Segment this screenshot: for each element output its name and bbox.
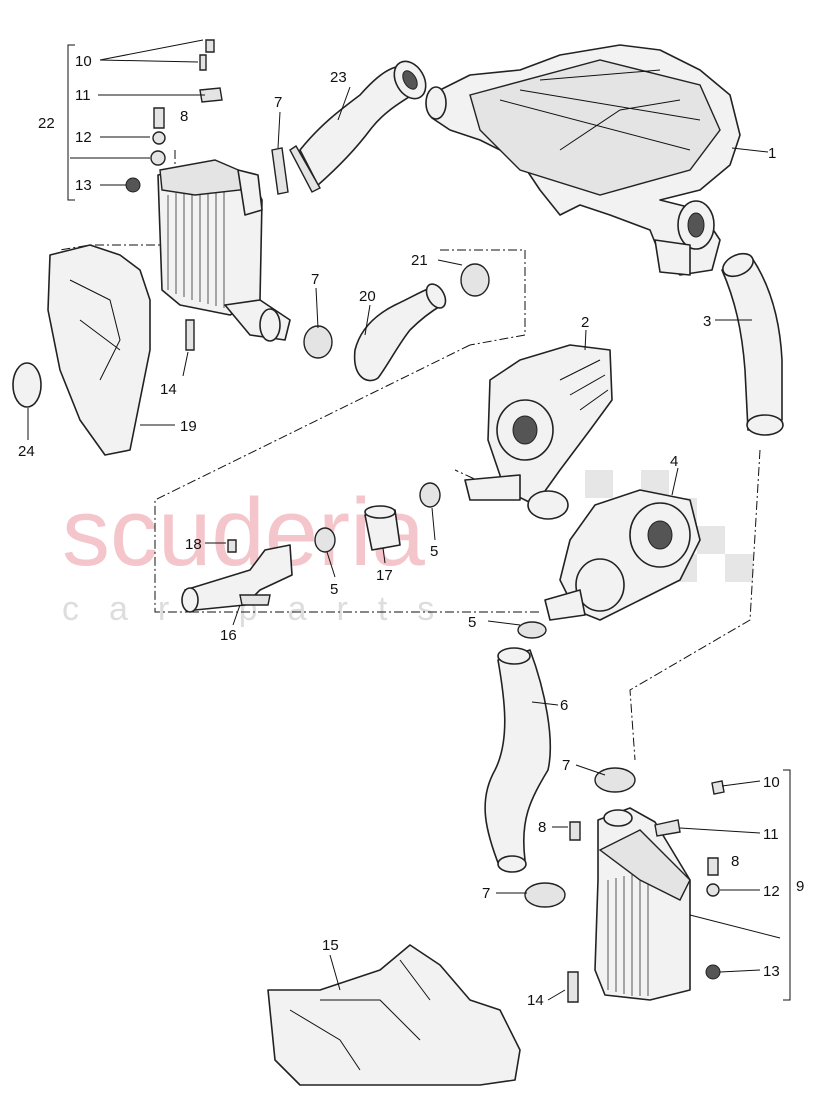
callout-11-a: 11 xyxy=(75,87,91,104)
clamp-5-a xyxy=(314,527,336,553)
group-frames xyxy=(59,150,761,761)
bolt-18 xyxy=(227,539,237,553)
callout-8-b: 8 xyxy=(538,819,546,836)
bolt-8-b xyxy=(569,821,581,841)
sensor-11-a xyxy=(199,87,223,103)
callout-22: 22 xyxy=(38,115,55,132)
callout-19: 19 xyxy=(180,418,197,435)
callout-20: 20 xyxy=(359,288,376,305)
callout-10-b: 10 xyxy=(763,774,780,791)
callout-16: 16 xyxy=(220,627,237,644)
sleeve-17 xyxy=(364,505,401,551)
leader-lines xyxy=(27,39,791,1001)
hose-23 xyxy=(289,60,427,193)
intercooler-left xyxy=(157,159,291,342)
air-guide-15 xyxy=(267,944,521,1086)
clamp-5-c xyxy=(517,621,547,639)
callout-5-b: 5 xyxy=(430,543,438,560)
hose-20 xyxy=(353,283,447,382)
washer-12-c xyxy=(706,883,720,897)
intercooler-right xyxy=(594,807,691,1001)
turbo-assembly-4 xyxy=(544,489,701,621)
callout-18: 18 xyxy=(185,536,202,553)
washer-12-b xyxy=(150,150,166,166)
callout-24: 24 xyxy=(18,443,35,460)
callout-8-a: 8 xyxy=(180,108,188,125)
bolt-8-c xyxy=(707,857,719,876)
clamp-21 xyxy=(460,263,490,297)
callout-1: 1 xyxy=(768,145,776,162)
callout-11-b: 11 xyxy=(763,826,779,843)
callout-7-b: 7 xyxy=(311,271,319,288)
intercooler-right-fins xyxy=(607,873,649,996)
clamp-7-right-bottom xyxy=(524,882,566,908)
callout-17: 17 xyxy=(376,567,393,584)
callout-13-a: 13 xyxy=(75,177,92,194)
hose-3 xyxy=(721,252,784,436)
clamp-5-b xyxy=(419,482,441,508)
callout-6: 6 xyxy=(560,697,568,714)
intercooler-left-fins xyxy=(167,188,225,308)
callout-7-c: 7 xyxy=(562,757,570,774)
bolt-14-a xyxy=(185,319,195,351)
callout-14-b: 14 xyxy=(527,992,544,1009)
bolt-14-b xyxy=(567,971,579,1003)
callout-4: 4 xyxy=(670,453,678,470)
callout-12-b: 12 xyxy=(763,883,780,900)
nut-13-b xyxy=(705,964,721,980)
callout-7-a: 7 xyxy=(274,94,282,111)
callout-5-a: 5 xyxy=(330,581,338,598)
clamp-7-right-top xyxy=(594,767,636,793)
callout-10-a: 10 xyxy=(75,53,92,70)
bolt-10-b xyxy=(199,54,207,71)
intake-manifold xyxy=(425,44,741,276)
callout-7-d: 7 xyxy=(482,885,490,902)
callout-9: 9 xyxy=(796,878,804,895)
bolt-10-c xyxy=(711,780,725,795)
turbo-assembly-2 xyxy=(464,344,613,520)
callout-14-a: 14 xyxy=(160,381,177,398)
callout-8-c: 8 xyxy=(731,853,739,870)
watermark-brand: scuderia xyxy=(62,479,425,586)
o-ring-24 xyxy=(12,362,42,408)
callout-15: 15 xyxy=(322,937,339,954)
air-guide-19 xyxy=(47,244,151,456)
clamp-7-mid xyxy=(303,325,333,359)
callout-23: 23 xyxy=(330,69,347,86)
fasteners xyxy=(125,39,725,1003)
clamp-7-top xyxy=(271,147,289,195)
callout-2: 2 xyxy=(581,314,589,331)
washer-12-a xyxy=(152,131,166,145)
bolt-10-a xyxy=(205,39,215,53)
callout-3: 3 xyxy=(703,313,711,330)
hose-16 xyxy=(181,544,293,613)
callout-labels: 1 2 3 4 5 5 5 6 7 7 7 7 8 8 8 9 10 10 11… xyxy=(18,53,804,1009)
callout-12-a: 12 xyxy=(75,129,92,146)
hose-6 xyxy=(484,647,552,873)
callout-5-c: 5 xyxy=(468,614,476,631)
callout-13-b: 13 xyxy=(763,963,780,980)
nut-13-a xyxy=(125,177,141,193)
bolt-8-a xyxy=(153,107,165,129)
callout-21: 21 xyxy=(411,252,428,269)
sensor-11-b xyxy=(654,819,681,837)
